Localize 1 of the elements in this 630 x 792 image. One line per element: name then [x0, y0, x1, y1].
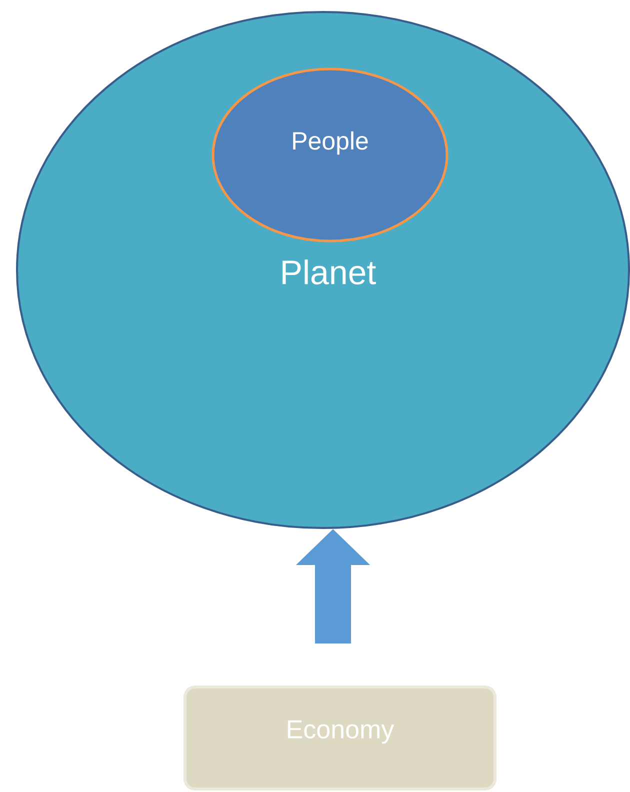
- economy-box: Economy: [184, 686, 496, 790]
